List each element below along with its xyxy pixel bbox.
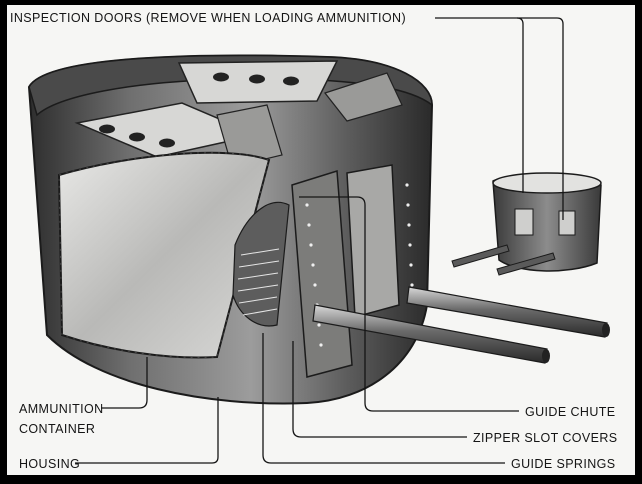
label-guide-chute: GUIDE CHUTE [525,405,616,419]
small-turret-inset [451,172,602,276]
label-guide-springs: GUIDE SPRINGS [511,457,616,471]
turret-illustration [27,17,610,464]
inspection-doors [74,60,403,168]
label-inspection-doors: INSPECTION DOORS (REMOVE WHEN LOADING AM… [10,11,407,25]
diagram-frame: INSPECTION DOORS (REMOVE WHEN LOADING AM… [7,5,635,475]
ammunition-belt [232,201,290,327]
label-housing: HOUSING [19,457,81,471]
label-ammunition-container-line1: AMMUNITION [19,402,104,416]
gun-barrels [312,286,610,364]
leader-lines [75,17,564,464]
label-ammunition-container-line2: CONTAINER [19,422,96,436]
label-zipper-slot-covers: ZIPPER SLOT COVERS [473,431,618,445]
ammunition-container [57,151,271,359]
